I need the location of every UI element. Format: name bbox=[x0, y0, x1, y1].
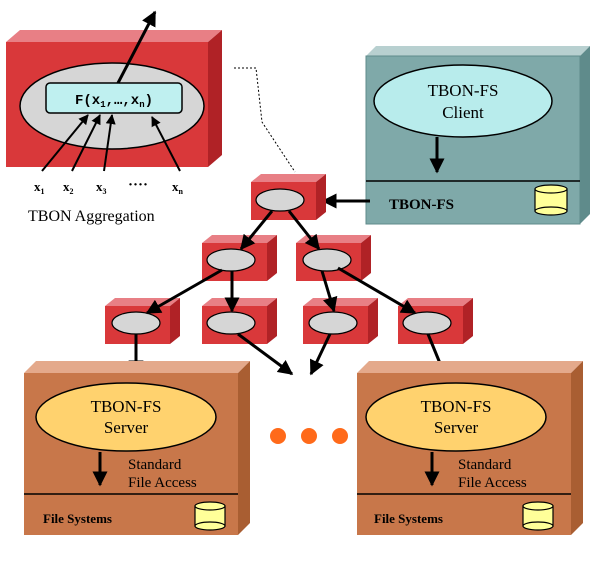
standard-access-label-left: Standard bbox=[128, 457, 182, 473]
function-label: F(x1,…,xn) bbox=[75, 93, 153, 110]
tree-leaf-4 bbox=[398, 298, 473, 344]
client-cylinder-icon bbox=[534, 184, 568, 216]
zoom-connector bbox=[234, 67, 296, 173]
tree-node-level1-right bbox=[296, 235, 371, 281]
standard-access-label-right: Standard bbox=[458, 457, 512, 473]
file-access-label-left: File Access bbox=[128, 475, 197, 491]
tree-node-root bbox=[251, 174, 326, 220]
more-servers-dots bbox=[270, 428, 348, 444]
input-x3: x3 bbox=[96, 179, 107, 196]
input-x2: x2 bbox=[63, 179, 74, 196]
server-ellipse-left bbox=[35, 382, 217, 452]
client-layer-label: TBON-FS bbox=[389, 197, 454, 213]
server-subtitle-right: Server bbox=[434, 418, 479, 437]
aggregation-inset: F(x1,…,xn) x1 x2 x3 xn ···· TBON Aggrega… bbox=[6, 10, 222, 225]
client-box: TBON-FS Client TBON-FS bbox=[365, 46, 590, 225]
tree-leaf-2 bbox=[202, 298, 277, 344]
tree-arrows bbox=[128, 210, 448, 380]
input-arrow-3 bbox=[103, 114, 116, 172]
server-ellipse-right bbox=[365, 382, 547, 452]
storage-cylinder-icon-right bbox=[522, 501, 554, 531]
input-arrow-2 bbox=[71, 114, 101, 172]
server-title-right: TBON-FS bbox=[421, 397, 492, 416]
server-subtitle-left: Server bbox=[104, 418, 149, 437]
function-box bbox=[45, 82, 183, 114]
tree-leaf-3 bbox=[303, 298, 378, 344]
output-arrow bbox=[116, 10, 157, 84]
server-box-right: TBON-FS Server Standard File Access File… bbox=[357, 361, 583, 535]
tree-leaf-1 bbox=[105, 298, 180, 344]
client-ellipse bbox=[373, 64, 553, 138]
file-systems-label-left: File Systems bbox=[43, 511, 112, 526]
storage-cylinder-icon-left bbox=[194, 501, 226, 531]
file-systems-label-right: File Systems bbox=[374, 511, 443, 526]
input-arrow-n bbox=[151, 116, 181, 172]
input-arrow-1 bbox=[41, 114, 89, 172]
client-subtitle: Client bbox=[442, 103, 484, 122]
aggregation-caption: TBON Aggregation bbox=[28, 208, 155, 225]
file-access-label-right: File Access bbox=[458, 475, 527, 491]
inputs-ellipsis: ···· bbox=[128, 177, 148, 193]
input-xn: xn bbox=[172, 179, 184, 196]
server-title-left: TBON-FS bbox=[91, 397, 162, 416]
server-box-left: TBON-FS Server Standard File Access File… bbox=[24, 361, 250, 535]
input-x1: x1 bbox=[34, 179, 45, 196]
client-title: TBON-FS bbox=[428, 81, 499, 100]
